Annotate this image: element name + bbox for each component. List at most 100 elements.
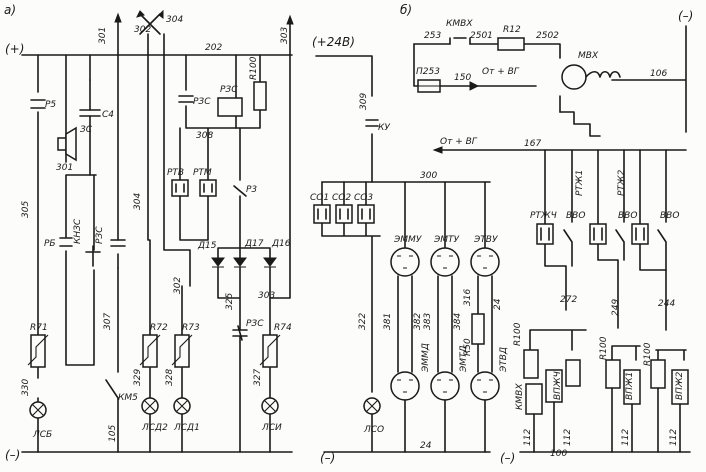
rtv-contact	[171, 179, 189, 197]
d16-diode	[263, 257, 277, 268]
r3-label: Р3	[246, 185, 257, 195]
rb-label: РБ	[44, 239, 56, 249]
ku-contact	[365, 119, 379, 127]
wire-label: 167	[524, 139, 541, 149]
panel-b: б) (–) 253 КМВХ 2501 R12 2502 П253 150 О…	[400, 3, 693, 137]
wire-label: 24	[420, 441, 432, 451]
wire-label: 150	[454, 73, 471, 83]
diode-outputs	[217, 54, 291, 331]
wire-label: 2502	[536, 31, 559, 41]
vpzh2-label: ВПЖ2	[675, 371, 685, 400]
p5-label: Р5	[45, 100, 56, 110]
emmu-valve	[390, 247, 420, 277]
wire-label: 330	[21, 379, 31, 396]
vvo1-contact	[563, 149, 573, 267]
wire-label: 309	[359, 93, 369, 110]
co3-label: СО3	[354, 193, 373, 203]
rzs-contact-1	[110, 239, 126, 247]
supply-24v	[315, 55, 373, 183]
ot-vg-label: От + ВГ	[482, 67, 520, 77]
wire-label: 302	[173, 277, 183, 294]
rzs-label: РЗС	[95, 226, 105, 244]
wire-label: 301	[56, 163, 73, 173]
wire-label: 100	[550, 449, 567, 459]
co2-contact	[335, 204, 353, 224]
wire-label: 384	[453, 313, 463, 330]
r100b-resistor	[523, 349, 539, 379]
emmd-label: ЭММД	[421, 343, 431, 373]
p253-label: П253	[416, 67, 440, 77]
wire-label: 112	[563, 429, 573, 446]
vvo2-label: ВВО	[618, 211, 637, 221]
kmvkh-contact	[449, 37, 471, 45]
r72-label: R72	[150, 323, 168, 333]
wire-label: 300	[420, 171, 437, 181]
r73-label: R73	[182, 323, 200, 333]
vpzhch-label: ВПЖЧ	[553, 371, 563, 400]
crossing-wires	[139, 13, 161, 35]
wire-label: 112	[621, 429, 631, 446]
wire-label: 382	[413, 313, 423, 330]
emtd-valve	[430, 371, 460, 401]
panel-a: а) (+) (–) 301 302 304 202 303 Р5 305 R7…	[4, 3, 294, 462]
co2-label: СО2	[332, 193, 351, 203]
rt-branch	[179, 127, 209, 241]
wire-label: 305	[21, 201, 31, 218]
ku-label: КУ	[378, 123, 390, 133]
minus-terminal-label: (–)	[500, 451, 515, 465]
rtzh1-contact	[589, 223, 607, 245]
wire-label: 307	[103, 313, 113, 330]
d16-label: Д16	[271, 239, 291, 249]
r50-label: R50	[463, 338, 473, 356]
knzs-label: КНЗС	[73, 218, 83, 244]
km5-label: КМ5	[118, 393, 138, 403]
r100-label: R100	[643, 342, 653, 366]
co1-contact	[313, 204, 331, 224]
diode-bus	[217, 247, 271, 259]
wire-label: 202	[205, 43, 222, 53]
knzs-button	[85, 245, 101, 267]
r100-label: R100	[599, 336, 609, 360]
branch-4	[147, 33, 151, 453]
wire-label: 106	[650, 69, 667, 79]
r3-branch	[233, 127, 247, 249]
rzs-coil	[217, 97, 243, 117]
wire-label: 304	[133, 193, 143, 210]
etvu-valve	[470, 247, 500, 277]
wire-label: 316	[463, 289, 473, 306]
plus24-label: (+24В)	[312, 35, 355, 49]
minus-terminal-label: (–)	[678, 9, 693, 23]
wire-label: 303	[258, 291, 275, 301]
rb-contact	[59, 237, 73, 247]
wire-label: 327	[253, 369, 263, 386]
wire-label: 301	[98, 27, 108, 44]
wire-label: 303	[280, 27, 290, 44]
wire-label: 325	[225, 293, 235, 310]
r12-resistor	[497, 37, 525, 51]
vvo3-contact	[657, 149, 667, 271]
r100c-resistor	[565, 359, 581, 387]
p5-contact	[30, 99, 46, 109]
km5-branch	[105, 267, 119, 453]
wire-label: 253	[424, 31, 441, 41]
rzs-label: РЗС	[246, 319, 264, 329]
ot-vg-label: От + ВГ	[440, 137, 478, 147]
emmu-label: ЭММУ	[393, 235, 422, 245]
etvd-valve	[470, 371, 500, 401]
rzs-label: РЗС	[193, 97, 211, 107]
field-winding	[585, 70, 621, 78]
vpzh1-label: ВПЖ1	[625, 372, 635, 400]
minus-terminal-label: (–)	[320, 451, 335, 465]
lsi-label: ЛСИ	[261, 423, 282, 433]
mvkh-label: МВХ	[578, 51, 599, 61]
wire-label: 272	[560, 295, 577, 305]
kmvkh-coil-label: КМВХ	[515, 383, 525, 410]
motor-ground	[559, 111, 601, 137]
rzs-label: РЗС	[220, 85, 238, 95]
rtzhch-label: РТЖЧ	[530, 211, 557, 221]
r100-label: R100	[249, 56, 259, 80]
wire-label: 244	[658, 299, 675, 309]
lsb-label: ЛСБ	[32, 430, 52, 440]
